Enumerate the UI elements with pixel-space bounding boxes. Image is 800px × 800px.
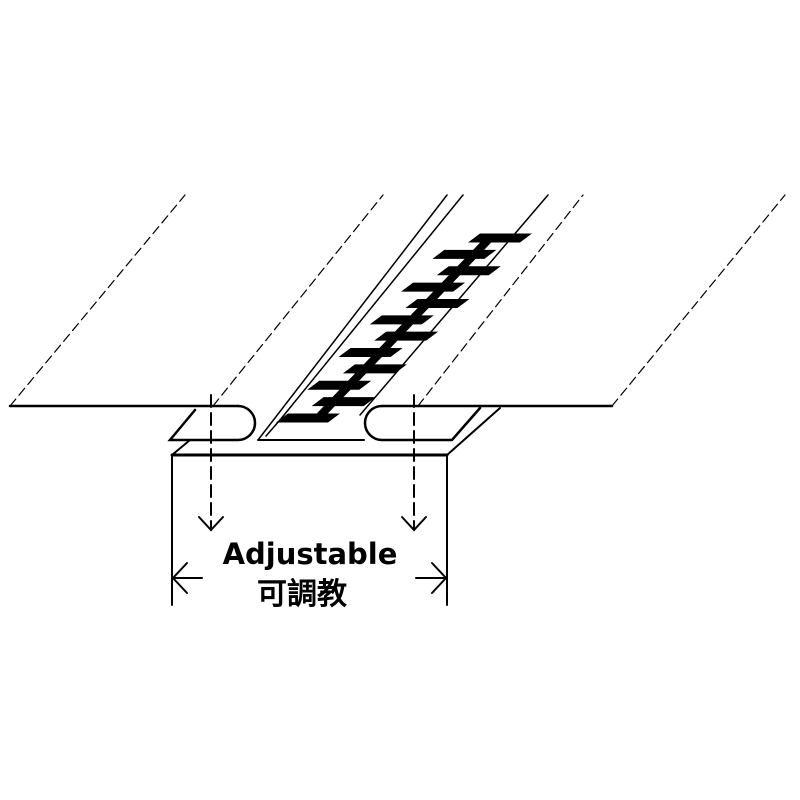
zipper-tooth — [374, 331, 439, 341]
zipper-tooth — [405, 298, 470, 308]
dimension-arrow-right — [415, 562, 448, 594]
zipper-tooth — [338, 348, 403, 358]
zipper-tooth — [436, 266, 501, 276]
zipper-tooth — [307, 380, 372, 390]
zipper-tooth — [276, 413, 340, 423]
zipper-tooth — [311, 397, 376, 407]
down-arrow-left — [198, 394, 224, 532]
zipper-teeth — [276, 233, 532, 423]
stitch-line-left — [212, 194, 384, 407]
zipper-tooth — [342, 364, 407, 374]
stitch-line-right — [417, 194, 584, 407]
zipper-tooth — [432, 249, 497, 259]
down-arrow-right — [401, 394, 427, 532]
seam-box — [170, 407, 501, 606]
zipper-tooth — [468, 233, 532, 243]
dimension-arrow-left — [171, 562, 203, 594]
zipper-tooth — [369, 315, 434, 325]
adjustable-label: Adjustable — [223, 537, 398, 571]
adjustable-label-chinese: 可調教 — [257, 577, 347, 612]
fabric-top-left — [8, 194, 257, 442]
zipper-tooth — [401, 282, 466, 292]
fabric-top-right — [363, 194, 786, 442]
